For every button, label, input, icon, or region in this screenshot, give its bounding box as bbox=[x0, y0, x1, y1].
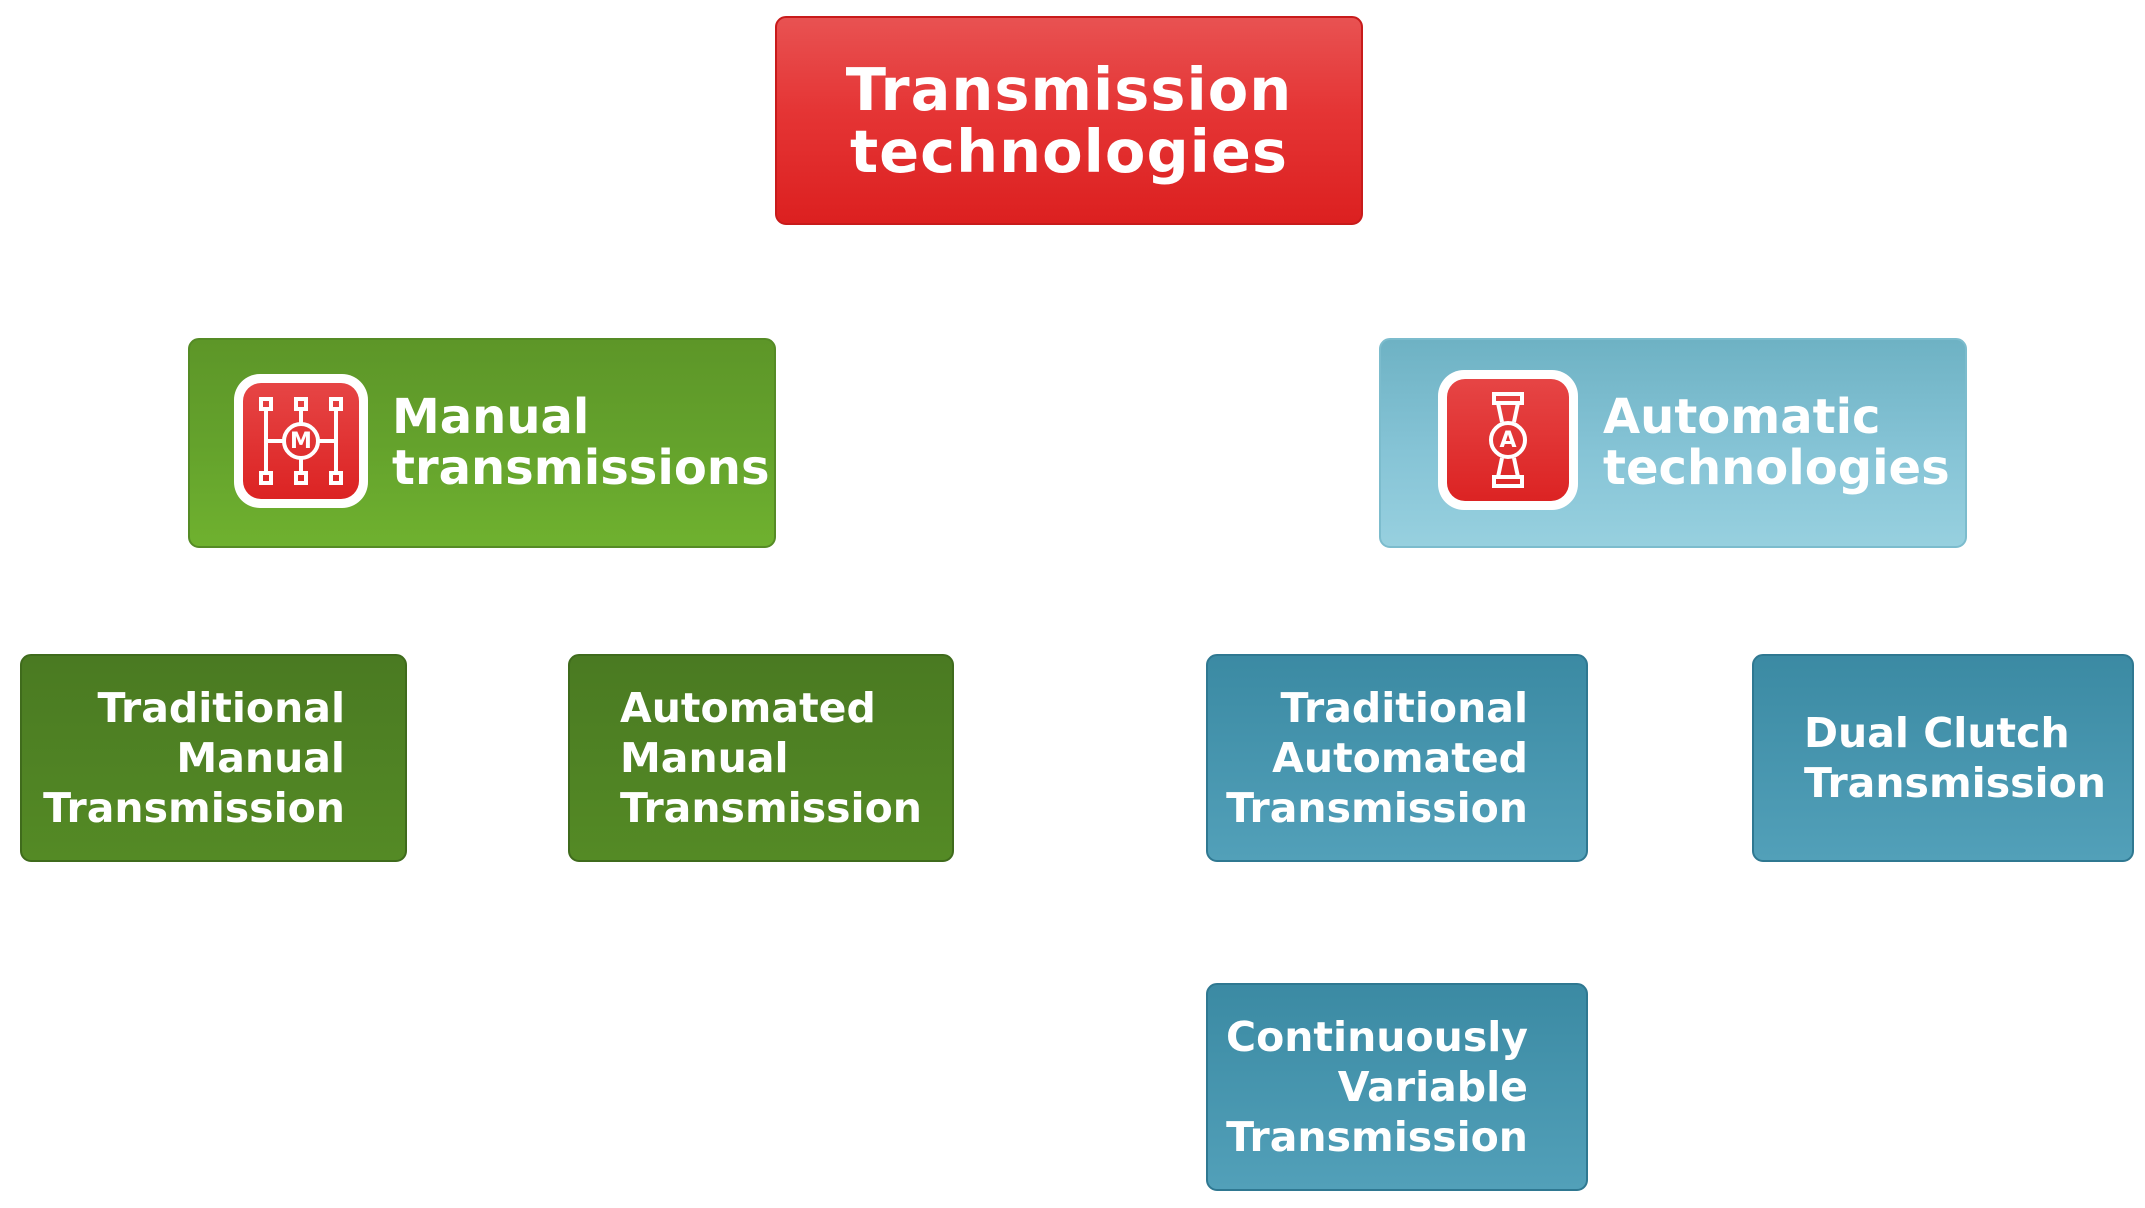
root-node-transmission-technologies: Transmission technologies bbox=[775, 16, 1363, 225]
leaf-label-line: Manual bbox=[176, 734, 345, 782]
category-manual-transmissions: M Manual transmissions bbox=[188, 338, 776, 548]
leaf-label-line: Traditional bbox=[97, 684, 345, 732]
automatic-icon-letter: A bbox=[1499, 427, 1517, 453]
leaf-label-line: Automated bbox=[620, 684, 876, 732]
category-automatic-line-2: technologies bbox=[1603, 440, 1950, 496]
automatic-transmission-icon-graphic bbox=[1489, 392, 1527, 488]
leaf-traditional-automated-transmission: Traditional Automated Transmission bbox=[1206, 654, 1588, 862]
leaf-label-line: Automated bbox=[1272, 734, 1528, 782]
category-automatic-technologies: A Automatic technologies bbox=[1379, 338, 1967, 548]
category-manual-label: Manual transmissions bbox=[392, 392, 770, 494]
manual-gearshift-icon: M bbox=[234, 374, 368, 508]
leaf-label-line: Transmission bbox=[1226, 784, 1528, 832]
leaf-label-line: Traditional bbox=[1280, 684, 1528, 732]
manual-gearshift-icon-graphic bbox=[259, 397, 343, 485]
leaf-automated-manual-transmission: Automated Manual Transmission bbox=[568, 654, 954, 862]
leaf-label-line: Continuously bbox=[1225, 1013, 1528, 1061]
manual-icon-letter: M bbox=[290, 428, 312, 454]
leaf-continuously-variable-transmission: Continuously Variable Transmission bbox=[1206, 983, 1588, 1191]
leaf-traditional-manual-transmission: Traditional Manual Transmission bbox=[20, 654, 407, 862]
root-title-line-1: Transmission bbox=[845, 54, 1293, 124]
category-automatic-line-1: Automatic bbox=[1603, 389, 1881, 445]
automatic-transmission-icon: A bbox=[1438, 370, 1578, 510]
root-title-line-2: technologies bbox=[849, 116, 1289, 186]
leaf-dual-clutch-transmission: Dual Clutch Transmission bbox=[1752, 654, 2134, 862]
category-automatic-label: Automatic technologies bbox=[1603, 392, 1950, 494]
leaf-label-line: Dual Clutch bbox=[1804, 709, 2070, 757]
leaf-label-line: Manual bbox=[620, 734, 789, 782]
leaf-label-line: Transmission bbox=[43, 784, 345, 832]
leaf-label-line: Transmission bbox=[620, 784, 922, 832]
category-manual-line-2: transmissions bbox=[392, 440, 770, 496]
leaf-label-line: Transmission bbox=[1226, 1113, 1528, 1161]
category-manual-line-1: Manual bbox=[392, 389, 590, 445]
leaf-label-line: Variable bbox=[1337, 1063, 1528, 1111]
leaf-label-line: Transmission bbox=[1804, 759, 2106, 807]
